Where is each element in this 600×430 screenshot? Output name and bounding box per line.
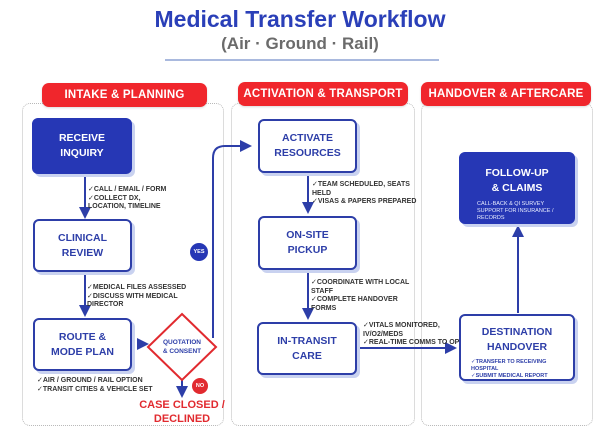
node-clinical-review[interactable]: CLINICAL REVIEW: [33, 219, 132, 272]
edge-note-transit-to-handover: ✓VITALS MONITORED, IV/O2/MEDS ✓REAL-TIME…: [363, 322, 465, 346]
node-activate-resources-label: ACTIVATE RESOURCES: [274, 132, 341, 159]
node-receive-inquiry[interactable]: RECEIVE INQUIRY: [32, 118, 132, 174]
node-activate-resources[interactable]: ACTIVATE RESOURCES: [258, 119, 357, 173]
edge-note-inquiry-to-review: ✓CALL / EMAIL / FORM ✓COLLECT DX, LOCATI…: [88, 186, 167, 210]
node-on-site-pickup[interactable]: ON-SITE PICKUP: [258, 216, 357, 270]
edge-note-route-options: ✓AIR / GROUND / RAIL OPTION ✓TRANSIT CIT…: [37, 377, 153, 393]
node-route-mode-plan-label: ROUTE & MODE PLAN: [51, 330, 114, 358]
node-destination-handover-label: DESTINATION HANDOVER: [481, 326, 553, 353]
node-quotation-consent[interactable]: QUOTATION & CONSENT: [162, 339, 202, 355]
phase-header-handover-aftercare: HANDOVER & AFTERCARE: [421, 82, 591, 106]
node-follow-up-claims[interactable]: FOLLOW-UP & CLAIMS CALL-BACK & QI SURVEY…: [459, 152, 575, 224]
badge-no: NO: [192, 378, 208, 394]
node-destination-handover-notes: ✓TRANSFER TO RECEIVING HOSPITAL ✓SUBMIT …: [471, 359, 548, 379]
badge-yes: YES: [190, 243, 208, 261]
node-receive-inquiry-label: RECEIVE INQUIRY: [58, 132, 106, 159]
node-on-site-pickup-label: ON-SITE PICKUP: [286, 229, 329, 256]
case-closed-declined: CASE CLOSED / DECLINED: [139, 399, 225, 425]
node-destination-handover[interactable]: DESTINATION HANDOVER ✓TRANSFER TO RECEIV…: [459, 314, 575, 381]
node-follow-up-claims-notes: CALL-BACK & QI SURVEY SUPPORT FOR INSURA…: [477, 201, 554, 221]
edge-note-pickup-to-transit: ✓COORDINATE WITH LOCAL STAFF ✓COMPLETE H…: [311, 279, 410, 312]
node-follow-up-claims-label: FOLLOW-UP & CLAIMS: [485, 167, 549, 194]
phase-header-activation-transport: ACTIVATION & TRANSPORT: [238, 82, 408, 106]
node-in-transit-care[interactable]: IN-TRANSIT CARE: [257, 322, 357, 375]
page-subtitle: (Air · Ground · Rail): [221, 34, 379, 53]
edge-note-review-to-route: ✓MEDICAL FILES ASSESSED ✓DISCUSS WITH ME…: [87, 284, 187, 308]
page-title: Medical Transfer Workflow: [154, 6, 446, 32]
title-divider: [165, 59, 439, 61]
edge-note-activate-to-pickup: ✓TEAM SCHEDULED, SEATS HELD ✓VISAS & PAP…: [312, 181, 417, 205]
node-clinical-review-label: CLINICAL REVIEW: [58, 231, 107, 259]
node-route-mode-plan[interactable]: ROUTE & MODE PLAN: [33, 318, 132, 371]
phase-header-intake-planning: INTAKE & PLANNING: [42, 83, 207, 107]
node-in-transit-care-label: IN-TRANSIT CARE: [277, 334, 337, 362]
